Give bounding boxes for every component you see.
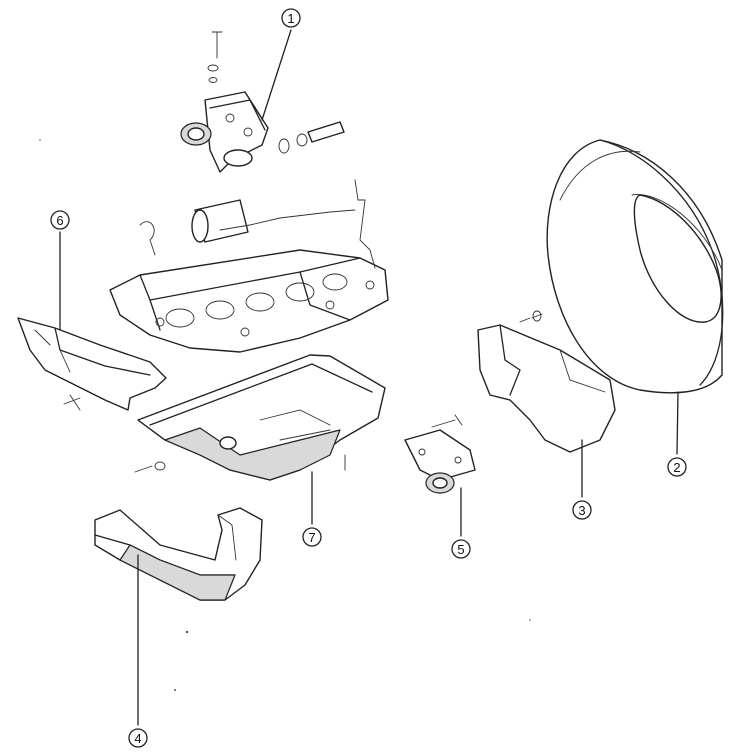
callout-4: 4 [128,728,148,748]
leader-lines [59,29,679,726]
callout-6: 6 [50,210,70,230]
callout-label-1: 1 [287,11,294,26]
callout-2: 2 [667,457,687,477]
callout-1: 1 [281,8,301,28]
callout-label-2: 2 [673,460,680,475]
callout-label-5: 5 [457,542,464,557]
callout-label-3: 3 [578,503,585,518]
callout-label-4: 4 [134,731,141,746]
callout-5: 5 [451,539,471,559]
transmission-mount [404,414,476,494]
callout-label-6: 6 [56,213,63,228]
callout-7: 7 [302,527,322,547]
callout-label-7: 7 [308,530,315,545]
engine-mount-bracket [180,31,345,173]
oil-pan [134,354,386,481]
under-cover [94,507,263,601]
fender-shield [477,310,616,453]
side-splash-shield [17,317,167,411]
scan-specks [39,139,531,691]
leader-line-2 [676,391,679,455]
engine-block [109,179,389,353]
callout-3: 3 [572,500,592,520]
spare-tire [546,139,724,394]
leader-line-1 [261,29,292,121]
